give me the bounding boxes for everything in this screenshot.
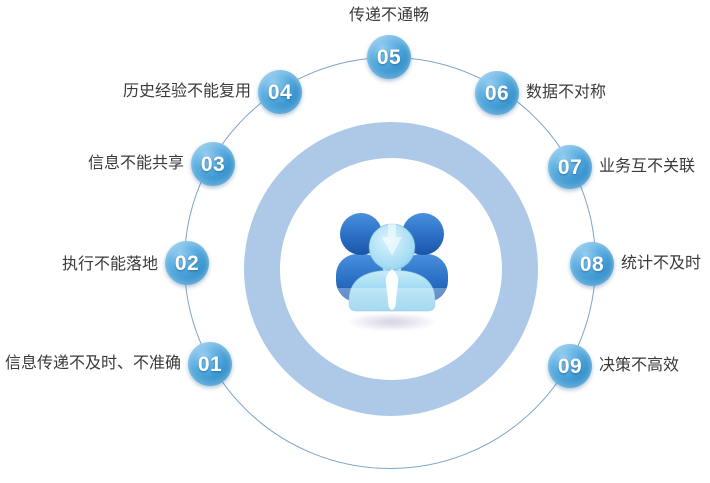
node-06: 06 <box>475 71 519 115</box>
node-number: 08 <box>579 252 605 276</box>
node-label-07: 业务互不关联 <box>599 158 696 175</box>
node-number: 03 <box>200 152 226 176</box>
node-number: 02 <box>174 251 200 275</box>
node-05: 05 <box>367 35 411 79</box>
node-label-04: 历史经验不能复用 <box>122 83 251 100</box>
node-08: 08 <box>570 242 614 286</box>
node-label-05: 传递不通畅 <box>348 7 429 24</box>
node-03: 03 <box>191 142 235 186</box>
node-number: 06 <box>484 81 510 105</box>
node-number: 07 <box>557 155 583 179</box>
people-group-icon <box>332 213 452 314</box>
node-09: 09 <box>548 344 592 388</box>
node-number: 04 <box>267 80 293 104</box>
node-number: 05 <box>376 45 402 69</box>
node-02: 02 <box>165 241 209 285</box>
node-04: 04 <box>258 70 302 114</box>
node-07: 07 <box>548 145 592 189</box>
node-label-08: 统计不及时 <box>621 255 702 272</box>
node-label-09: 决策不高效 <box>599 357 680 374</box>
node-label-02: 执行不能落地 <box>61 256 158 273</box>
node-number: 01 <box>197 352 223 376</box>
node-label-03: 信息不能共享 <box>87 155 184 172</box>
node-label-01: 信息传递不及时、不准确 <box>4 355 181 372</box>
node-label-06: 数据不对称 <box>526 84 607 101</box>
node-number: 09 <box>557 354 583 378</box>
icon-shadow <box>348 313 436 331</box>
node-01: 01 <box>188 342 232 386</box>
